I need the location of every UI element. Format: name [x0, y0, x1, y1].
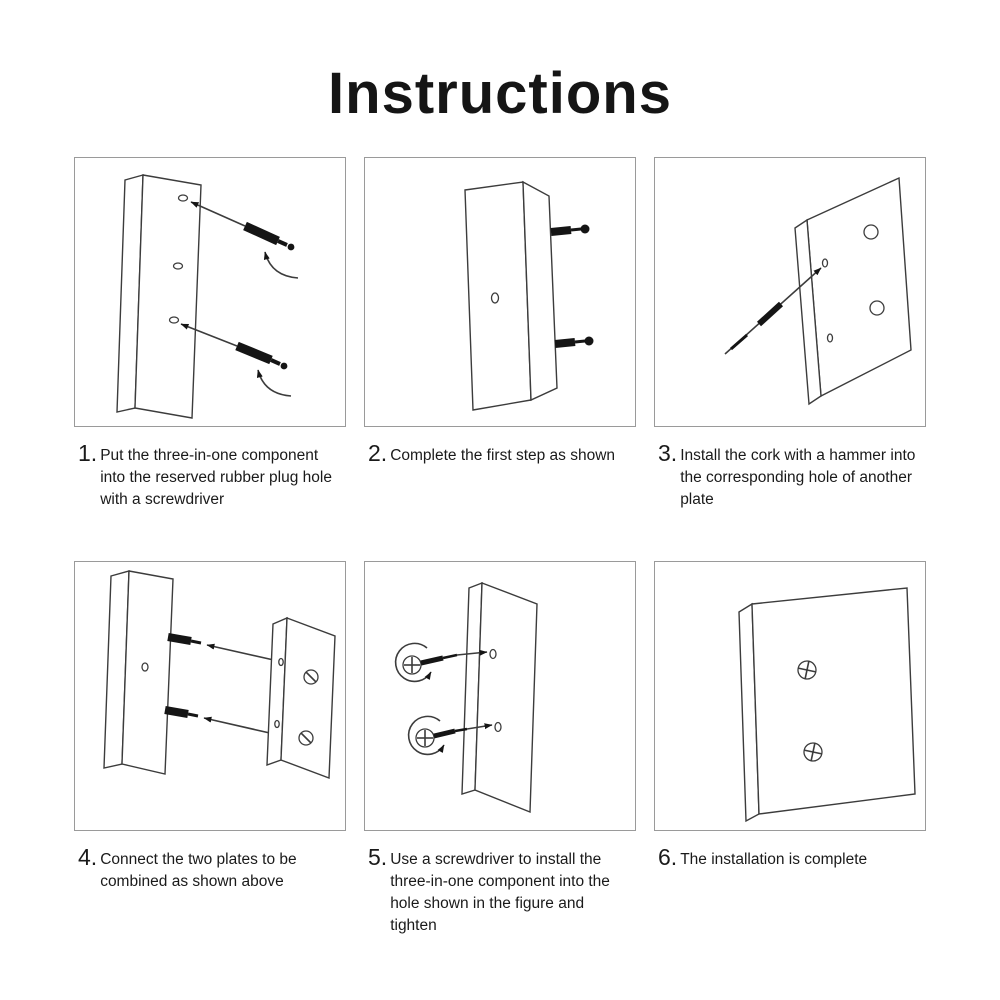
screwdriver-tighten-illustration	[394, 581, 538, 814]
step-2-cell: 2. Complete the first step as shown	[364, 157, 636, 561]
step-3-panel	[654, 157, 926, 427]
instructions-page: Instructions	[0, 18, 1000, 1000]
step-1-panel	[74, 157, 346, 427]
step-text: Put the three-in-one component into the …	[100, 447, 332, 508]
screw-insert-illustration	[116, 174, 299, 419]
step-text: Use a screwdriver to install the three-i…	[390, 851, 610, 934]
step-number: 5.	[368, 844, 388, 870]
screws-installed-illustration	[464, 180, 594, 411]
step-text: The installation is complete	[680, 851, 868, 868]
step-4-cell: 4. Connect the two plates to be combined…	[74, 561, 346, 965]
step-3-cell: 3. Install the cork with a hammer into t…	[654, 157, 926, 561]
step-number: 6.	[658, 844, 678, 870]
step-6-caption: 6. The installation is complete	[658, 844, 926, 941]
step-5-cell: 5. Use a screwdriver to install the thre…	[364, 561, 636, 965]
cork-hammer-illustration	[724, 176, 912, 406]
plates-connect-illustration	[103, 570, 336, 779]
step-number: 2.	[368, 440, 388, 466]
step-text: Install the cork with a hammer into the …	[680, 447, 916, 508]
step-number: 3.	[658, 440, 678, 466]
step-1-caption: 1. Put the three-in-one component into t…	[78, 440, 346, 537]
step-number: 1.	[78, 440, 98, 466]
steps-grid: 1. Put the three-in-one component into t…	[74, 157, 926, 965]
step-3-caption: 3. Install the cork with a hammer into t…	[658, 440, 926, 537]
step-5-caption: 5. Use a screwdriver to install the thre…	[368, 844, 636, 941]
installation-complete-illustration	[738, 587, 916, 823]
step-1-cell: 1. Put the three-in-one component into t…	[74, 157, 346, 561]
step-2-caption: 2. Complete the first step as shown	[368, 440, 636, 537]
step-4-caption: 4. Connect the two plates to be combined…	[78, 844, 346, 941]
step-6-cell: 6. The installation is complete	[654, 561, 926, 965]
step-2-panel	[364, 157, 636, 427]
step-6-panel	[654, 561, 926, 831]
step-number: 4.	[78, 844, 98, 870]
step-5-panel	[364, 561, 636, 831]
page-title: Instructions	[328, 61, 672, 126]
step-4-panel	[74, 561, 346, 831]
step-text: Connect the two plates to be combined as…	[100, 851, 297, 890]
step-text: Complete the first step as shown	[390, 447, 616, 464]
